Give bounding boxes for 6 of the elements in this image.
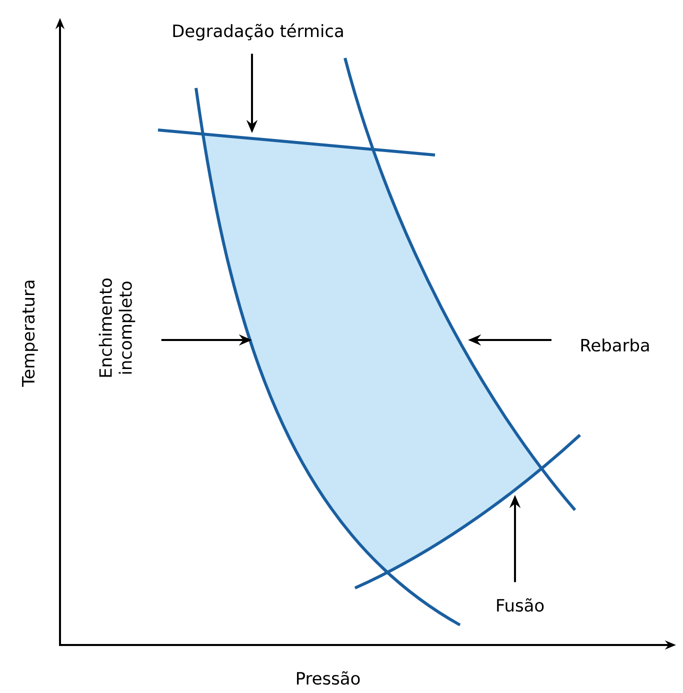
arrow-label: Fusão [497,598,544,612]
arrow-label: Degradação térmica [173,23,343,41]
axis-label: Temperatura [22,280,38,387]
arrow-label: Rebarba [581,338,649,352]
axis-label: Pressão [297,671,360,685]
arrow-label: Enchimento incompleto [98,278,136,377]
